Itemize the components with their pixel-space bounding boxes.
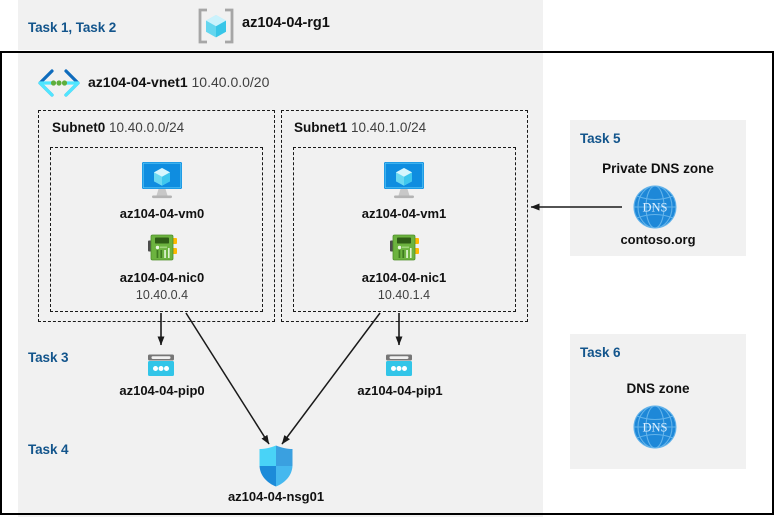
vnet-title: az104-04-vnet1 10.40.0.0/20 — [88, 74, 269, 90]
vm1-name: az104-04-vm1 — [361, 206, 447, 221]
public-ip-address-icon — [384, 353, 414, 379]
subnet1-name: Subnet1 — [294, 120, 348, 135]
private-dns-zone-heading: Private DNS zone — [602, 161, 714, 176]
private-dns-zone-name: contoso.org — [620, 232, 696, 247]
network-interface-icon — [388, 232, 421, 266]
public-ip-address-icon — [146, 353, 176, 379]
task-label-1-2: Task 1, Task 2 — [28, 20, 117, 35]
resource-group-icon — [196, 6, 236, 46]
subnet0-inner-boundary — [50, 147, 263, 312]
public-dns-zone-heading: DNS zone — [626, 381, 690, 396]
subnet0-name: Subnet0 — [52, 120, 106, 135]
subnet1-title: Subnet1 10.40.1.0/24 — [294, 120, 426, 135]
dns-icon-text: DNS — [642, 201, 667, 215]
task-label-6: Task 6 — [580, 345, 621, 360]
nic1-ip: 10.40.1.4 — [377, 288, 431, 302]
resource-group-header-panel — [18, 0, 543, 50]
subnet1-inner-boundary — [293, 147, 516, 312]
nic0-name: az104-04-nic0 — [119, 270, 205, 285]
virtual-network-icon — [36, 68, 82, 98]
subnet1-boundary — [281, 110, 528, 322]
nsg-name: az104-04-nsg01 — [227, 489, 325, 504]
task-label-4: Task 4 — [28, 442, 69, 457]
dns-zone-icon: DNS — [632, 404, 678, 450]
subnet1-cidr: 10.40.1.0/24 — [351, 120, 427, 135]
virtual-machine-icon — [382, 160, 426, 200]
nic0-ip: 10.40.0.4 — [135, 288, 189, 302]
vnet-panel — [26, 58, 535, 328]
resource-group-name: az104-04-rg1 — [242, 15, 330, 31]
virtual-machine-icon — [140, 160, 184, 200]
subnet0-cidr: 10.40.0.0/24 — [109, 120, 185, 135]
task-label-3: Task 3 — [28, 350, 69, 365]
task-label-5: Task 5 — [580, 131, 621, 146]
task3-panel — [18, 338, 543, 404]
vnet-address-space: 10.40.0.0/20 — [191, 74, 270, 90]
network-interface-icon — [146, 232, 179, 266]
subnet0-boundary — [38, 110, 275, 322]
pip0-name: az104-04-pip0 — [119, 383, 205, 398]
dns-zone-icon: DNS — [632, 184, 678, 230]
nic1-name: az104-04-nic1 — [361, 270, 447, 285]
vm0-name: az104-04-vm0 — [119, 206, 205, 221]
subnet0-title: Subnet0 10.40.0.0/24 — [52, 120, 184, 135]
dns-icon-text: DNS — [642, 421, 667, 435]
vnet-name: az104-04-vnet1 — [88, 74, 188, 90]
network-security-group-icon — [257, 444, 295, 488]
pip1-name: az104-04-pip1 — [357, 383, 443, 398]
